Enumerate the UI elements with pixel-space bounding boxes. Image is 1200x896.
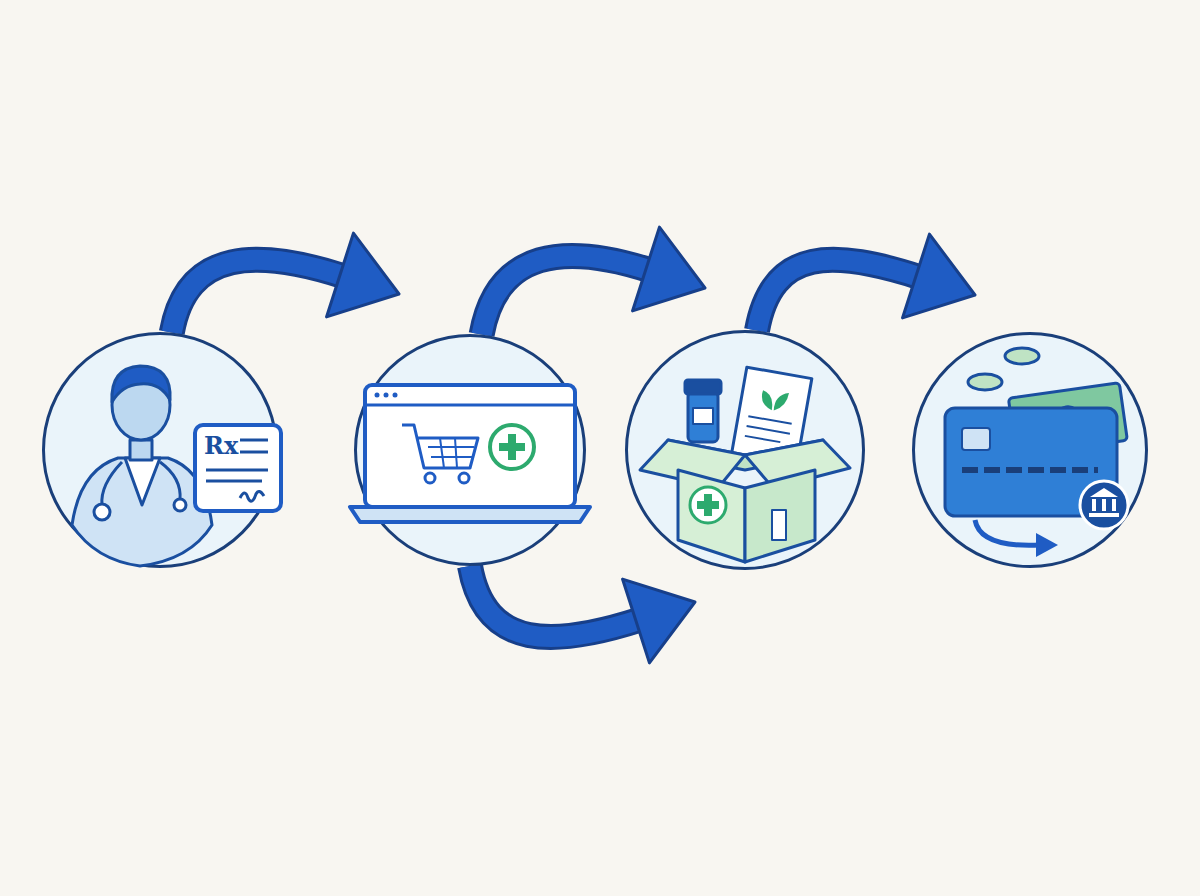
flow-arrow: [482, 227, 705, 334]
payment-icon: [945, 348, 1128, 557]
flow-arrow: [172, 233, 399, 332]
step-circle: [625, 330, 865, 570]
step-circle: [42, 332, 278, 568]
flow-arrow: [470, 566, 695, 663]
laptop-icon: [350, 385, 590, 522]
step-circle: [354, 334, 586, 566]
doctor-icon: [72, 366, 281, 566]
prescription-symbol: Rx: [204, 434, 238, 458]
flow-arrow: [757, 234, 975, 330]
step-circle: [912, 332, 1148, 568]
parcel-icon: [640, 367, 850, 562]
